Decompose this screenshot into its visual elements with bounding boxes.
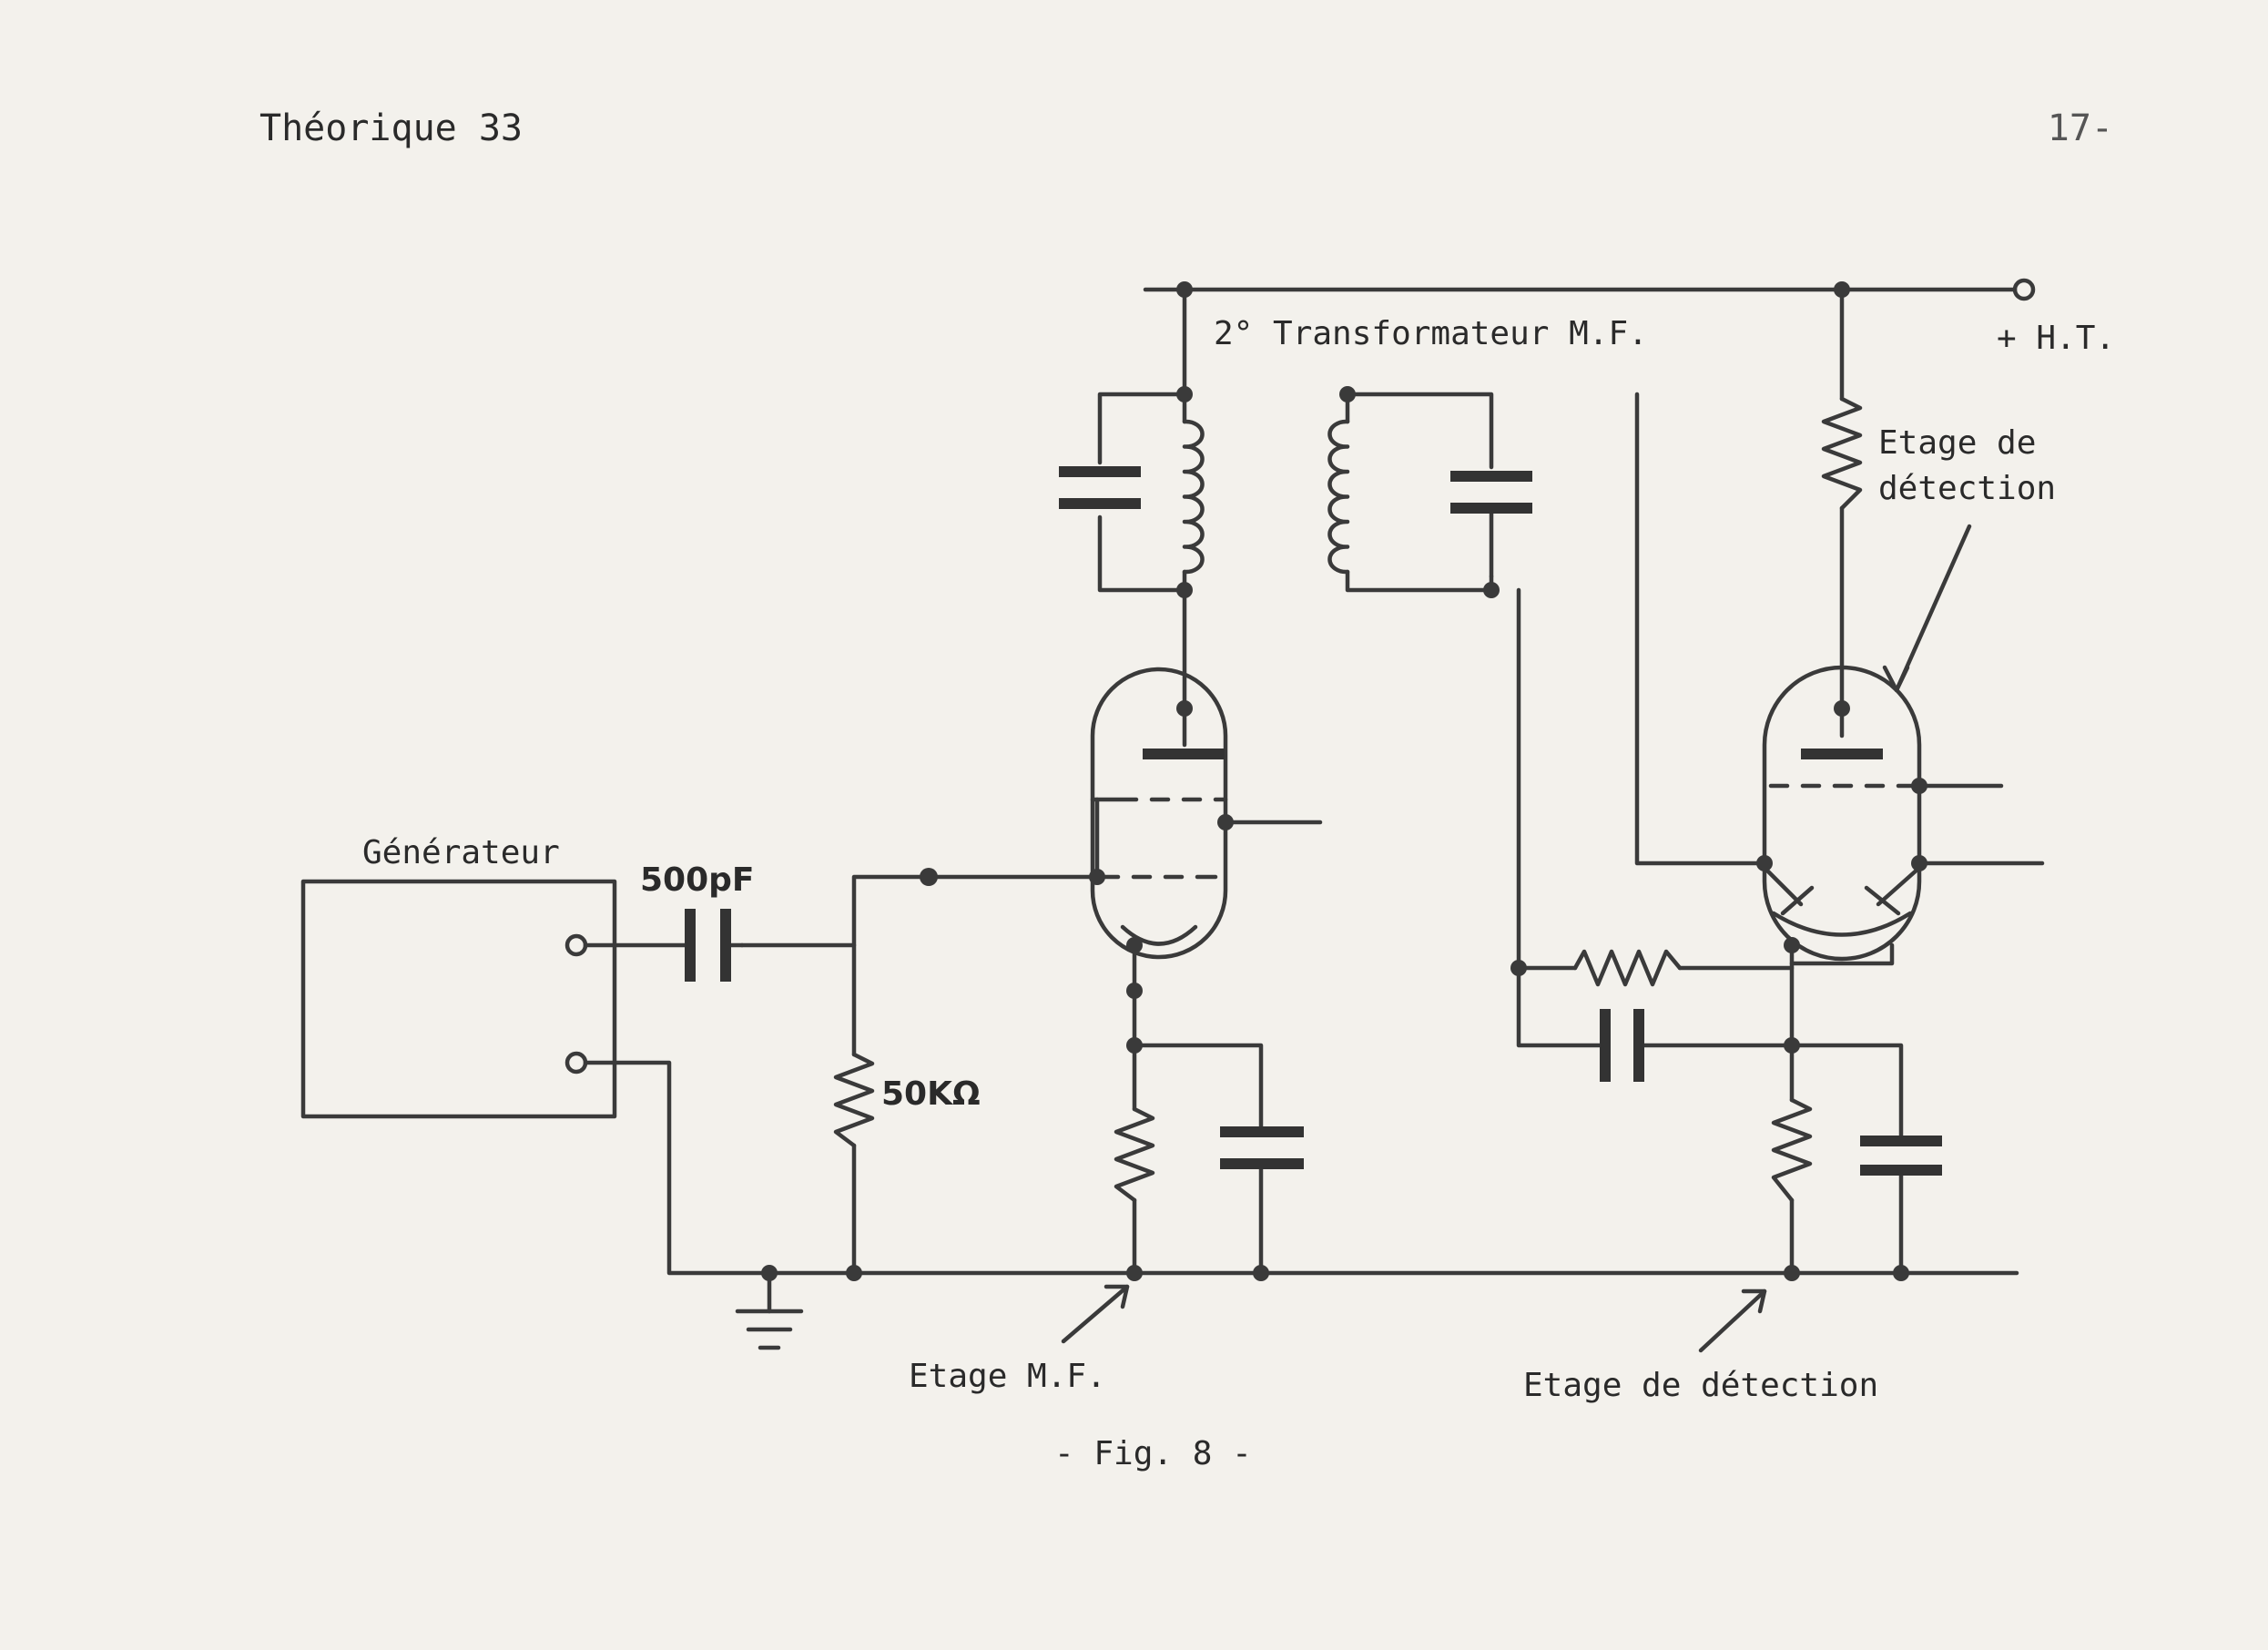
capacitor-mf-cathode <box>1220 1126 1304 1169</box>
transformer-secondary-coil <box>1327 419 1350 575</box>
resistor-detection-plate <box>1821 396 1863 511</box>
resistor-detection-load <box>1771 1097 1813 1203</box>
page-number: 17- <box>2047 107 2113 149</box>
capacitor-detection-filter <box>1600 1009 1644 1082</box>
arrow-detection-stage <box>1698 1288 1767 1353</box>
capacitor-value-label: 500pF <box>640 861 755 899</box>
detection-label-line1: Etage de <box>1878 424 2036 462</box>
arrow-mf-stage <box>1061 1284 1130 1344</box>
ht-terminal <box>2012 278 2036 301</box>
generator-label: Générateur <box>362 834 560 871</box>
detection-stage-label: Etage de détection <box>1523 1367 1878 1404</box>
transformer-label: 2° Transformateur M.F. <box>1214 315 1648 352</box>
detection-label-line2: détection <box>1878 470 2056 507</box>
junction-dots <box>761 281 1927 1281</box>
capacitor-detection-load <box>1860 1136 1942 1176</box>
resistor-detection-filter <box>1572 949 1683 987</box>
figure-caption: - Fig. 8 - <box>1054 1435 1252 1472</box>
generator-box <box>300 879 617 1119</box>
generator-terminal-top <box>564 933 588 957</box>
mf-tube-envelope <box>1090 667 1228 960</box>
resistor-50k <box>833 1052 875 1148</box>
resistor-mf-cathode <box>1114 1106 1155 1203</box>
wiring <box>300 278 2045 1350</box>
generator-terminal-bottom <box>564 1051 588 1075</box>
supply-label: + H.T. <box>1997 320 2115 357</box>
capacitor-secondary-tuning <box>1450 471 1532 514</box>
page-header-left: Théorique 33 <box>259 107 523 149</box>
transformer-primary-coil <box>1182 419 1205 575</box>
resistor-value-label: 50KΩ <box>881 1075 981 1113</box>
arrow-detection-top <box>1894 524 1972 693</box>
arrows <box>1061 524 1972 1353</box>
mf-stage-label: Etage M.F. <box>909 1358 1106 1395</box>
capacitor-500pf <box>685 909 731 982</box>
capacitor-primary-tuning <box>1059 466 1141 509</box>
